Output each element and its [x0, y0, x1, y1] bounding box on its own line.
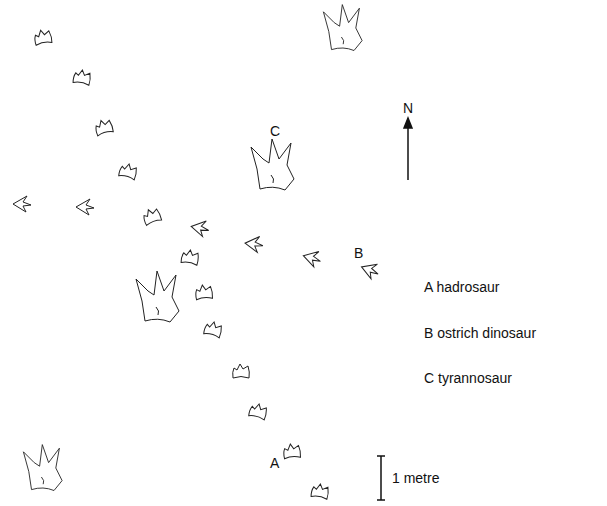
legend-note: C tyrannosaur — [424, 371, 512, 385]
legend-note: B ostrich dinosaur — [424, 326, 536, 340]
ostrich-dinosaur-tracks — [13, 196, 381, 281]
track-letter: C — [270, 124, 280, 138]
track-letter: B — [354, 246, 363, 260]
scale-label: 1 metre — [392, 471, 439, 485]
north-arrow — [404, 118, 412, 180]
north-label: N — [403, 101, 413, 115]
hadrosaur-tracks — [33, 29, 329, 500]
tyrannosaur-tracks — [23, 5, 362, 491]
legend-note: A hadrosaur — [424, 280, 500, 294]
scale-bar — [377, 456, 385, 500]
track-letter: A — [270, 456, 279, 470]
